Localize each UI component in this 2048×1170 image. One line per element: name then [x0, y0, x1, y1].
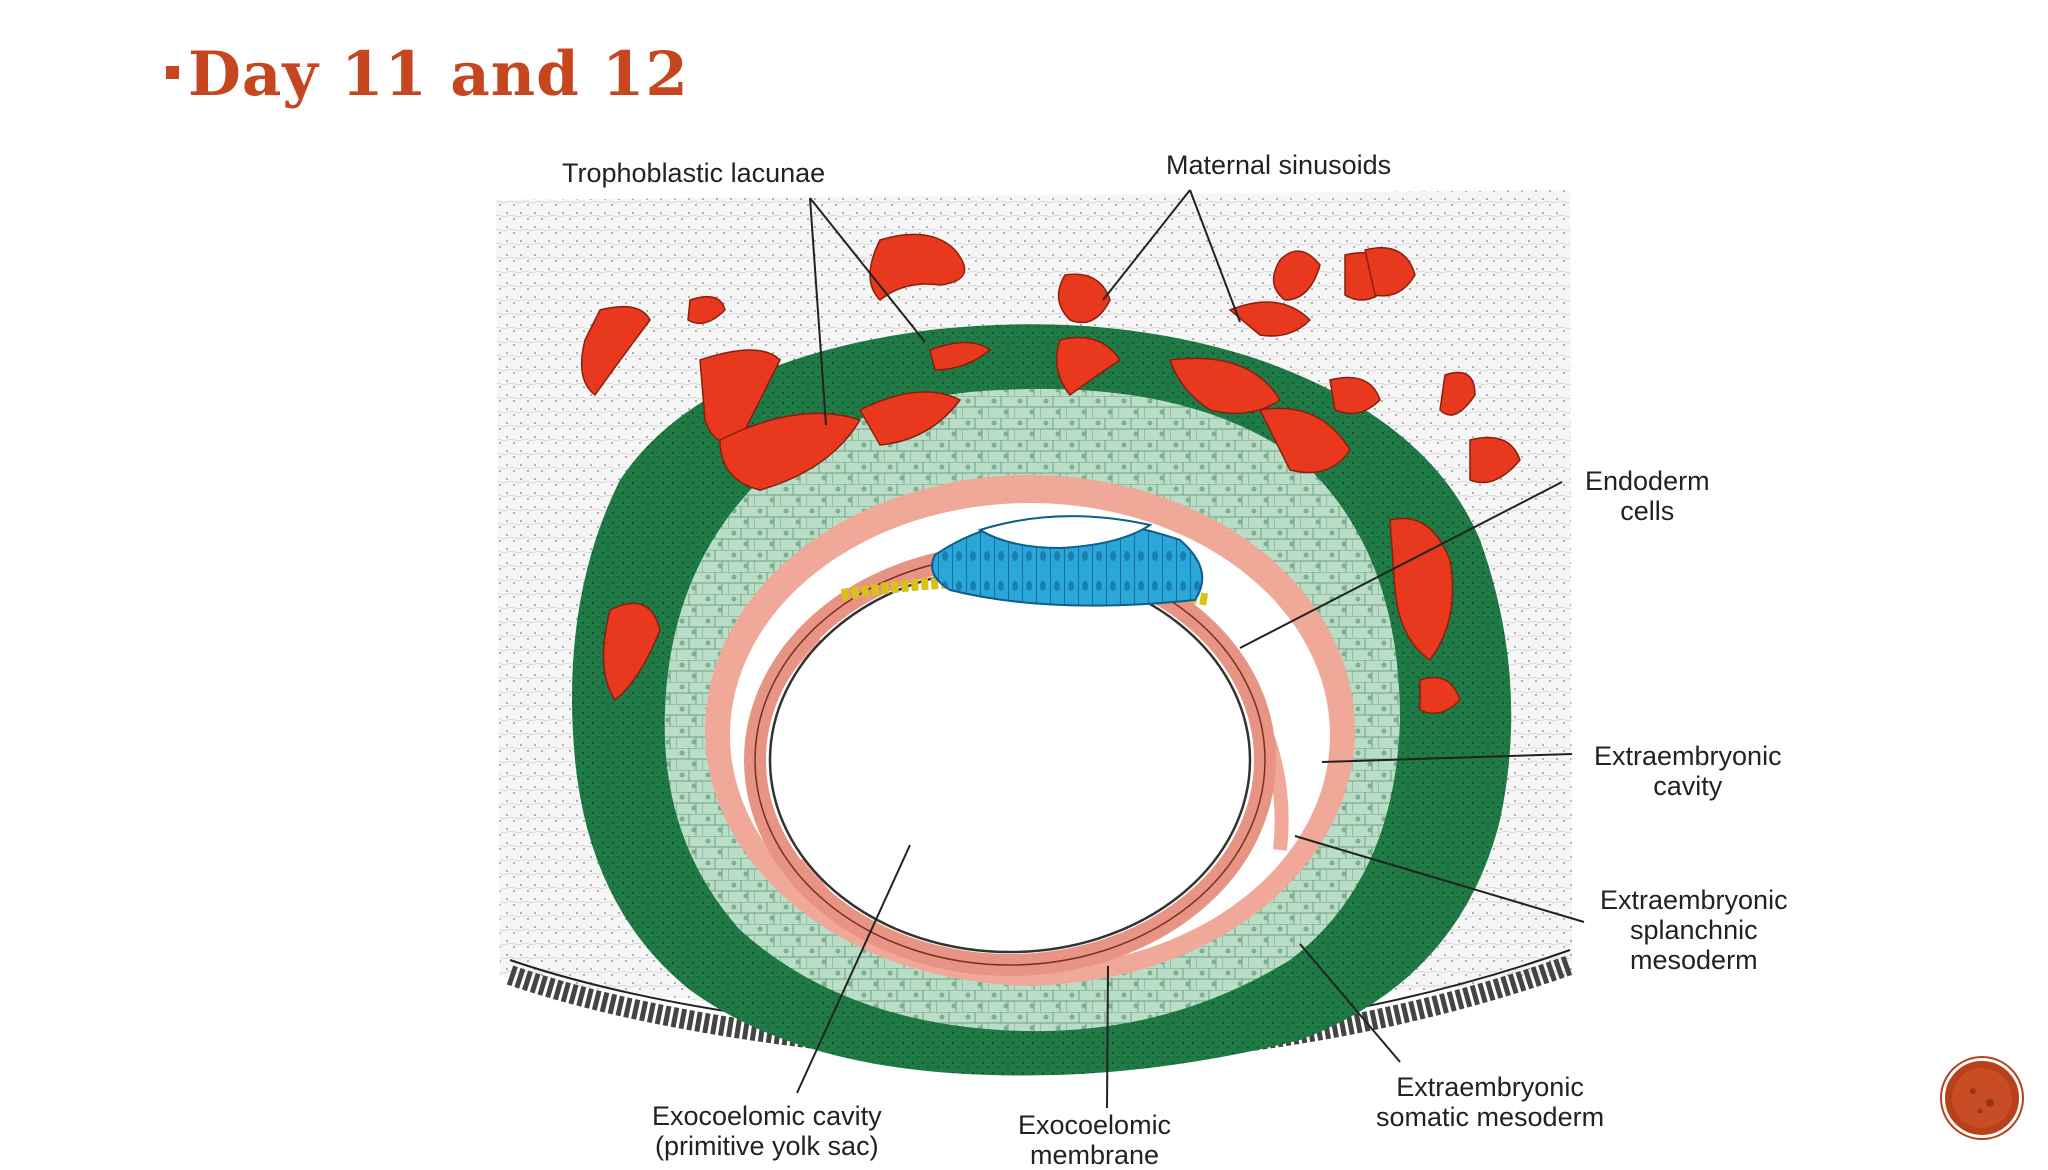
label-splanchnic-mesoderm: Extraembryonic splanchnic mesoderm: [1600, 885, 1788, 976]
leader-lines: [796, 189, 1585, 1109]
slide-title: Day 11 and 12: [188, 39, 689, 110]
label-exocoelomic-membrane: Exocoelomic membrane: [1018, 1110, 1172, 1170]
lacunae-and-sinusoids: [580, 233, 1521, 715]
label-trophoblastic-lacunae: Trophoblastic lacunae: [562, 158, 826, 188]
amniotic-cavity: [977, 515, 1153, 550]
title-bullet: [166, 66, 179, 79]
label-maternal-sinusoids: Maternal sinusoids: [1166, 150, 1392, 180]
exocoelomic-cavity: [770, 568, 1250, 952]
label-extraembryonic-cavity: Extraembryonic cavity: [1594, 741, 1782, 802]
label-endoderm-cells: Endoderm cells: [1585, 466, 1710, 527]
slide-nav-button[interactable]: [1942, 1058, 2022, 1138]
label-exocoelomic-cavity: Exocoelomic cavity (primitive yolk sac): [652, 1101, 882, 1162]
circle-nav-icon: [1952, 1068, 2012, 1128]
label-somatic-mesoderm: Extraembryonic somatic mesoderm: [1376, 1072, 1605, 1133]
